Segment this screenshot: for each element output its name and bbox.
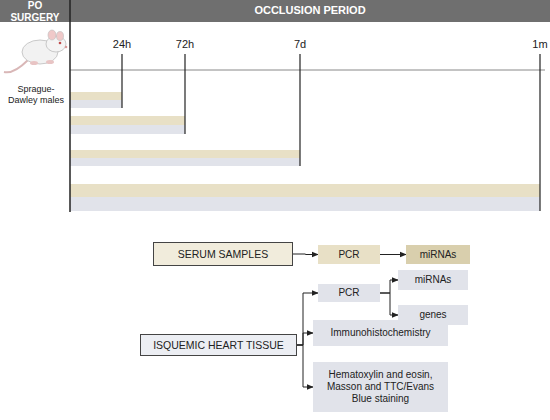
source-box: SERUM SAMPLES (153, 242, 293, 266)
time-label: 1m (532, 38, 547, 50)
time-bar (70, 125, 185, 134)
time-label: 7d (294, 38, 306, 50)
time-bar (70, 92, 122, 100)
flow-arrow (380, 254, 406, 255)
process-box: PCR (318, 284, 380, 302)
time-bar (70, 150, 300, 158)
flow-arrow (297, 345, 313, 387)
time-tick (299, 54, 300, 166)
time-tick (121, 54, 122, 108)
flow-arrow (293, 254, 318, 256)
time-bar (70, 100, 122, 108)
time-bar (70, 158, 300, 166)
time-label: 72h (176, 38, 194, 50)
header-bar (0, 0, 550, 22)
node-text: PO SURGERY (4, 0, 66, 24)
flow-arrow (380, 280, 398, 293)
time-label: 24h (113, 38, 131, 50)
flow-arrow (297, 333, 313, 345)
node-text: PCR (338, 249, 359, 261)
node-text: OCCLUSION PERIOD (254, 4, 365, 17)
result-box: miRNAs (406, 245, 470, 264)
source-box: ISQUEMIC HEART TISSUE (140, 334, 297, 356)
animal-label: Sprague-Dawley males (6, 84, 66, 106)
node-text: Hematoxylin and eosin, Masson and TTC/Ev… (317, 369, 444, 405)
header-cell: PO SURGERY (0, 0, 70, 23)
node-text: Immunohistochemistry (330, 327, 430, 339)
surgery-line (69, 0, 71, 212)
result-box: miRNAs (398, 270, 468, 290)
header-cell: OCCLUSION PERIOD (70, 0, 550, 22)
rat-illustration (4, 30, 67, 72)
node-text: SERUM SAMPLES (178, 248, 268, 261)
process-box: Immunohistochemistry (313, 320, 448, 346)
time-tick (539, 54, 540, 211)
process-box: Hematoxylin and eosin, Masson and TTC/Ev… (313, 362, 448, 412)
time-bar (70, 116, 185, 125)
node-text: miRNAs (420, 249, 457, 261)
time-bar (70, 197, 540, 211)
time-bar (70, 184, 540, 197)
flow-arrow (380, 293, 398, 315)
time-tick (184, 54, 185, 134)
node-text: PCR (338, 287, 359, 299)
process-box: PCR (318, 245, 380, 264)
node-text: ISQUEMIC HEART TISSUE (153, 339, 284, 352)
time-axis (70, 70, 545, 71)
node-text: miRNAs (415, 274, 452, 286)
